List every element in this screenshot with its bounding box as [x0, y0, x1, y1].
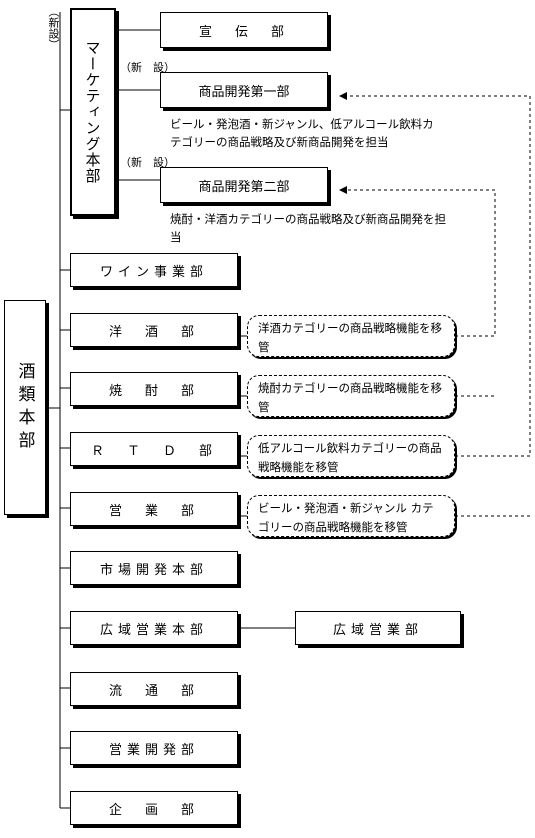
eigyo-kaihatsu-bu[interactable]: 営業開発部: [70, 731, 238, 765]
shijo-kaihatsu-honbu[interactable]: 市場開発本部: [70, 551, 238, 585]
new-tag-1: （新 設）: [120, 61, 175, 74]
shochu-bu[interactable]: 焼 酎 部: [70, 372, 238, 406]
transfer-eigyo: ビール・発泡酒・新ジャンル カテゴリーの商品戦略機能を移管: [247, 495, 455, 537]
kikaku-bu[interactable]: 企 画 部: [70, 791, 238, 825]
transfer-yoshu: 洋酒カテゴリーの商品戦略機能を移管: [247, 315, 455, 357]
new-tag-2: （新 設）: [120, 156, 175, 169]
marketing-honbu[interactable]: マーケティング本部: [70, 8, 116, 216]
note-kaihatsu-1: ビール・発泡酒・新ジャンル、低アルコール飲料カテゴリーの商品戦略及び新商品開発を…: [170, 117, 434, 149]
senden-bu[interactable]: 宣 伝 部: [160, 12, 328, 48]
wine-jigyobu[interactable]: ワイン事業部: [70, 253, 238, 287]
root-shurui-honbu[interactable]: 酒類本部: [4, 300, 46, 515]
marketing-new-tag: （新設）: [47, 6, 60, 50]
note-kaihatsu-2: 焼酎・洋酒カテゴリーの商品戦略及び新商品開発を担当: [170, 212, 446, 244]
shohin-kaihatsu-1[interactable]: 商品開発第一部: [160, 72, 328, 108]
transfer-rtd: 低アルコール飲料カテゴリーの商品戦略機能を移管: [247, 435, 455, 477]
koiki-eigyo-honbu[interactable]: 広域営業本部: [70, 611, 238, 645]
rtd-bu[interactable]: Ｒ Ｔ Ｄ 部: [70, 432, 238, 466]
eigyo-bu[interactable]: 営 業 部: [70, 492, 238, 526]
yoshu-bu[interactable]: 洋 酒 部: [70, 313, 238, 347]
shohin-kaihatsu-2[interactable]: 商品開発第二部: [160, 167, 328, 203]
koiki-eigyo-bu[interactable]: 広域営業部: [295, 611, 461, 645]
ryutsu-bu[interactable]: 流 通 部: [70, 672, 238, 706]
transfer-shochu: 焼酎カテゴリーの商品戦略機能を移管: [247, 375, 455, 417]
